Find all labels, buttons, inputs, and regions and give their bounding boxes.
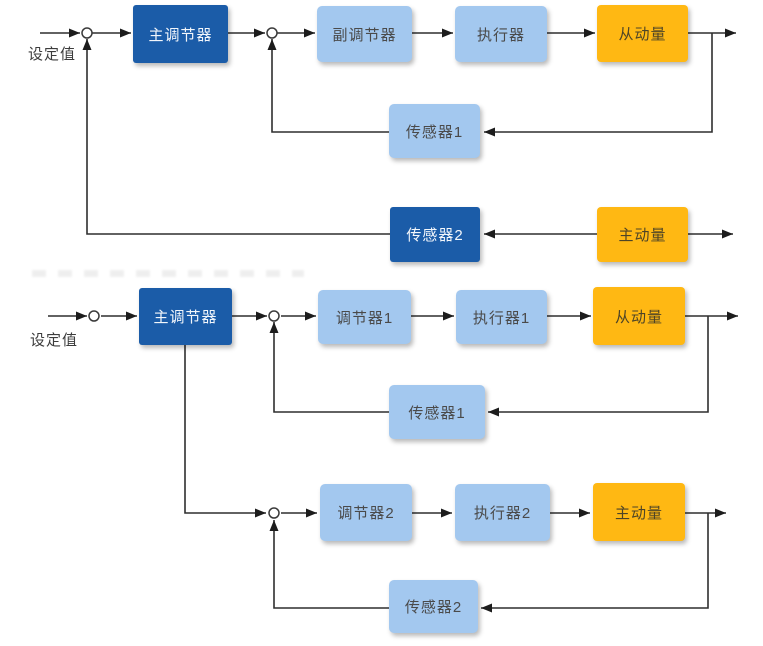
bottom-controller1-block: 调节器1 bbox=[318, 290, 411, 344]
top-sensor2-block: 传感器2 bbox=[390, 207, 480, 262]
wire-bottom-follower-to-sensor1 bbox=[488, 316, 709, 417]
bottom-sensor1-block: 传感器1 bbox=[389, 385, 485, 439]
wire-top-sensor2-to-sum1 bbox=[82, 39, 390, 235]
top-secondary-controller-block: 副调节器 bbox=[317, 6, 412, 62]
sum-junction-bottom-3 bbox=[268, 507, 280, 519]
top-sensor1-block: 传感器1 bbox=[389, 104, 480, 158]
wire-top-follower-to-sensor1 bbox=[484, 33, 713, 137]
sum-junction-top-1 bbox=[81, 27, 93, 39]
bottom-main-controller-block: 主调节器 bbox=[139, 288, 232, 345]
top-main-controller-block: 主调节器 bbox=[133, 5, 228, 63]
bottom-sensor2-block: 传感器2 bbox=[389, 580, 478, 633]
top-follower-variable-block: 从动量 bbox=[597, 5, 688, 62]
bottom-controller2-block: 调节器2 bbox=[320, 484, 412, 541]
sum-junction-top-2 bbox=[266, 27, 278, 39]
wire-bottom-sensor2-to-sum3 bbox=[269, 520, 390, 609]
erased-text-artifact bbox=[32, 270, 304, 277]
sum-junction-bottom-1 bbox=[88, 310, 100, 322]
bottom-actuator1-block: 执行器1 bbox=[456, 290, 547, 344]
bottom-primary-variable-block: 主动量 bbox=[593, 483, 685, 541]
top-primary-variable-block: 主动量 bbox=[597, 207, 688, 262]
top-actuator-block: 执行器 bbox=[455, 6, 547, 62]
wire-bottom-main-controller-to-sum3 bbox=[184, 345, 266, 518]
bottom-actuator2-block: 执行器2 bbox=[455, 484, 550, 541]
wire-bottom-primary-to-sensor2 bbox=[481, 513, 709, 613]
sum-junction-bottom-2 bbox=[268, 310, 280, 322]
bottom-setpoint-label: 设定值 bbox=[30, 332, 79, 349]
wire-top-sensor1-to-sum2 bbox=[267, 39, 389, 133]
top-setpoint-label: 设定值 bbox=[28, 46, 77, 63]
bottom-follower-variable-block: 从动量 bbox=[593, 287, 685, 345]
wire-bottom-sensor1-to-sum2 bbox=[269, 322, 389, 413]
